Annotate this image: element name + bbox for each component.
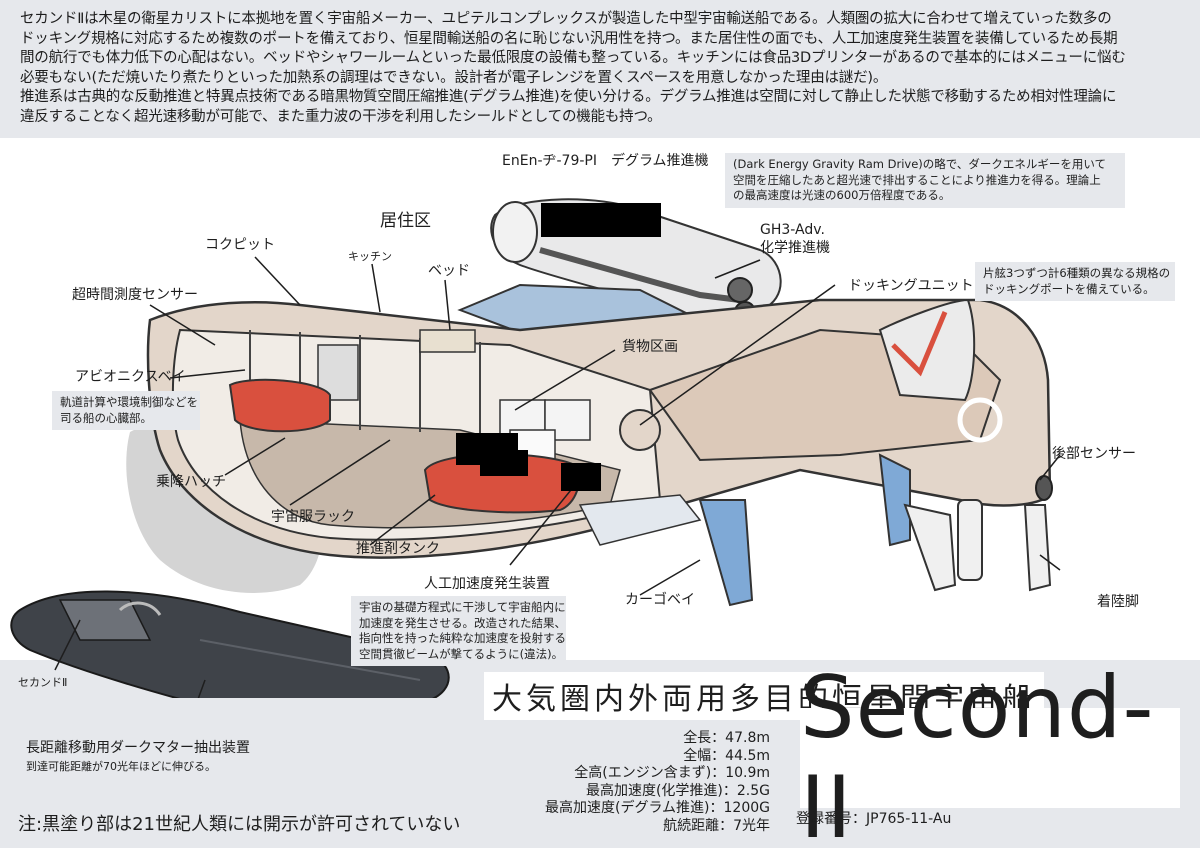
intro-line: セカンドⅡは木星の衛星カリストに本拠地を置く宇宙船メーカー、ユピテルコンプレック… [20, 11, 1112, 27]
redaction-box [480, 450, 528, 476]
redaction-footnote: 注:黒塗り部は21世紀人類には開示が許可されていない [18, 814, 461, 835]
intro-line: 必要もない(ただ焼いたり煮たりといった加熱系の調理はできない。設計者が電子レンジ… [20, 69, 888, 86]
main-hull [146, 298, 1052, 607]
redaction-box [561, 463, 601, 491]
spec-height: 全高(エンジン含まず)：10.9m [574, 765, 770, 781]
label-cargo-bay: カーゴベイ [625, 592, 695, 608]
label-bed: ベッド [428, 263, 470, 279]
label-cargo-area: 貨物区画 [622, 339, 678, 355]
note-avionics: 軌道計算や環境制御などを 司る船の心臓部。 [52, 391, 200, 431]
label-kitchen: キッチン [348, 250, 392, 263]
label-docking-unit: ドッキングユニット [848, 278, 974, 294]
label-second-ii: セカンドⅡ [18, 676, 68, 689]
label-gh3-line1: GH3-Adv. [760, 222, 825, 238]
rear-sensor-nozzle [1035, 475, 1053, 501]
ship-illustration [10, 198, 1061, 698]
note-artificial-gravity: 宇宙の基礎方程式に干渉して宇宙船内に 加速度を発生させる。改造された結果、 指向… [351, 596, 566, 667]
label-gh3-line2: 化学推進機 [760, 240, 830, 256]
intro-panel: セカンドⅡは木星の衛星カリストに本拠地を置く宇宙船メーカー、ユピテルコンプレック… [0, 0, 1200, 138]
note-docking: 片舷3つずつ計6種類の異なる規格の ドッキングポートを備えている。 [975, 262, 1175, 302]
label-dark-matter-extractor: 長距離移動用ダークマター抽出装置 [26, 740, 250, 756]
spec-list: 全長：47.8m 全幅：44.5m 全高(エンジン含まず)：10.9m 最高加速… [500, 730, 770, 835]
label-chrono-sensor: 超時間測度センサー [72, 287, 198, 303]
label-artificial-gravity: 人工加速度発生装置 [424, 576, 550, 592]
intro-line: 違反することなく超光速移動が可能で、また重力波の干渉を利用したシールドとしての機… [20, 108, 662, 125]
label-avionics-bay: アビオニクスベイ [75, 369, 186, 385]
label-landing-gear: 着陸脚 [1097, 594, 1139, 610]
label-degram-engine: EnEn-ヂ-79-PI デグラム推進機 [502, 153, 709, 169]
label-rear-sensor: 後部センサー [1052, 446, 1136, 462]
label-boarding-hatch: 乗降ハッチ [156, 474, 226, 490]
intro-line: 間の航行でも体力低下の心配はない。ベッドやシャワールームといった最低限度の設備も… [20, 50, 1126, 67]
note-degram: (Dark Energy Gravity Ram Drive)の略で、ダークエネ… [725, 153, 1125, 208]
intro-line: 推進系は古典的な反動推進と特異点技術である暗黒物質空間圧縮推進(デグラム推進)を… [20, 89, 1117, 106]
label-propellant-tank: 推進剤タンク [356, 541, 440, 557]
propellant-tank-shape [228, 378, 331, 433]
ship-name: Second-II [800, 658, 1180, 858]
redaction-box [541, 203, 661, 237]
spec-width: 全幅：44.5m [683, 747, 770, 764]
label-living-quarters: 居住区 [380, 211, 431, 231]
spec-range: 航続距離：7光年 [663, 817, 770, 834]
label-cockpit: コクピット [205, 237, 275, 253]
leader-lines [54, 256, 1061, 698]
spec-chemical-accel: 最高加速度(化学推進)：2.5G [585, 782, 770, 799]
registration-number: 登録番号：JP765-11-Au [796, 811, 952, 827]
label-spacesuit-rack: 宇宙服ラック [271, 509, 355, 525]
landing-gear-drawing [903, 499, 1052, 592]
label-dark-matter-range: 到達可能距離が70光年ほどに伸びる。 [26, 760, 216, 773]
spec-degram-accel: 最高加速度(デグラム推進)：1200G [545, 800, 770, 816]
tail-fin [878, 298, 976, 402]
dark-matter-extractor-drawing [10, 590, 450, 698]
spec-length: 全長：47.8m [683, 730, 770, 746]
intro-line: ドッキング規格に対応するため複数のポートを備えており、恒星間輸送船の名に恥じない… [20, 30, 1118, 47]
